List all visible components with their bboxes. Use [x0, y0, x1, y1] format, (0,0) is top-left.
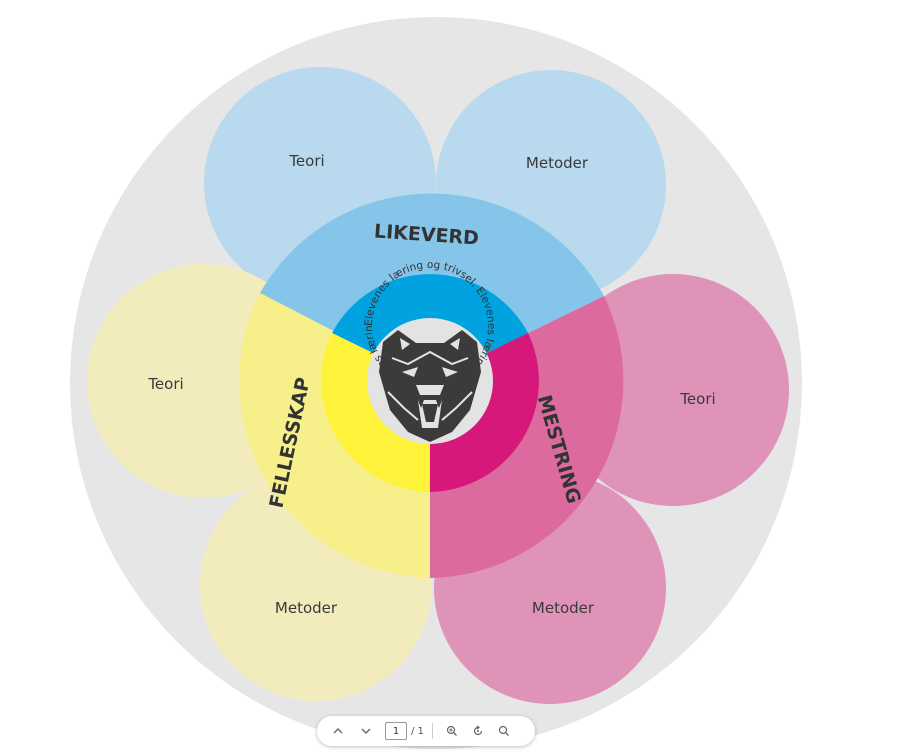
- page-number-input[interactable]: 1: [385, 722, 407, 740]
- label-likeverd-metoder: Metoder: [526, 154, 589, 172]
- chevron-down-icon[interactable]: [355, 720, 377, 742]
- label-likeverd-teori: Teori: [288, 152, 324, 170]
- toolbar-divider: [431, 723, 433, 739]
- zoom-in-icon[interactable]: [441, 720, 463, 742]
- label-fellesskap-metoder: Metoder: [275, 599, 338, 617]
- bear-head-icon: [379, 330, 481, 442]
- label-mestring-metoder: Metoder: [532, 599, 595, 617]
- label-mestring-teori: Teori: [679, 390, 715, 408]
- zoom-out-icon[interactable]: [493, 720, 515, 742]
- pdf-toolbar: 1 / 1: [317, 716, 535, 746]
- chevron-up-icon[interactable]: [327, 720, 349, 742]
- label-fellesskap-teori: Teori: [147, 375, 183, 393]
- page-total: / 1: [411, 725, 424, 737]
- rotate-icon[interactable]: [467, 720, 489, 742]
